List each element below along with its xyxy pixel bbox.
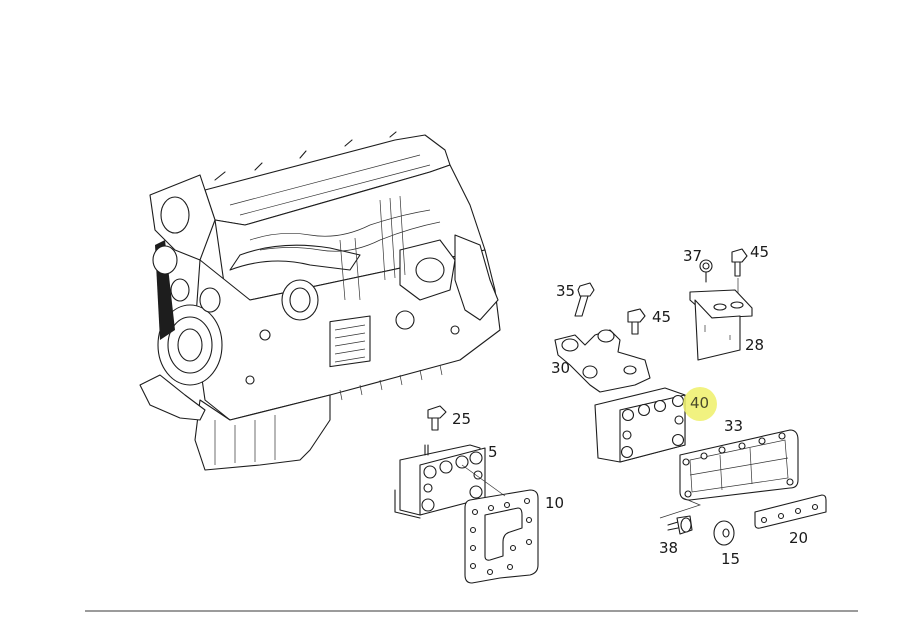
mount-40-illustration: [594, 387, 686, 463]
bolt-25-illustration: [427, 405, 447, 431]
gasket-10-illustration: [461, 464, 539, 584]
nut-37-illustration: [699, 259, 713, 283]
bracket-28-illustration: [689, 289, 753, 361]
shim-20-illustration: [754, 494, 827, 529]
washer-15-illustration: [713, 520, 735, 546]
gasket-33-illustration: [659, 429, 799, 519]
callout-28[interactable]: 28: [745, 336, 765, 354]
callout-37[interactable]: 37: [683, 247, 703, 265]
callout-45-top[interactable]: 45: [750, 243, 770, 261]
bolt-35-illustration: [574, 282, 595, 317]
mount-5-illustration: [394, 444, 486, 519]
callout-38[interactable]: 38: [659, 539, 679, 557]
engine-illustration: [139, 131, 501, 471]
callout-40-highlighted[interactable]: 40: [682, 386, 717, 421]
bolt-38-illustration: [667, 515, 693, 535]
callout-35[interactable]: 35: [556, 282, 576, 300]
bottom-divider: [85, 610, 858, 612]
callout-20[interactable]: 20: [789, 529, 809, 547]
callout-5[interactable]: 5: [488, 443, 498, 461]
callout-25[interactable]: 25: [452, 410, 472, 428]
callout-30[interactable]: 30: [551, 359, 571, 377]
callout-15[interactable]: 15: [721, 550, 741, 568]
bolt-45a-illustration: [627, 308, 646, 335]
callout-45-middle[interactable]: 45: [652, 308, 672, 326]
callout-10[interactable]: 10: [545, 494, 565, 512]
callout-33[interactable]: 33: [724, 417, 744, 435]
bracket-30-illustration: [554, 329, 651, 393]
bolt-45b-illustration: [731, 248, 748, 300]
